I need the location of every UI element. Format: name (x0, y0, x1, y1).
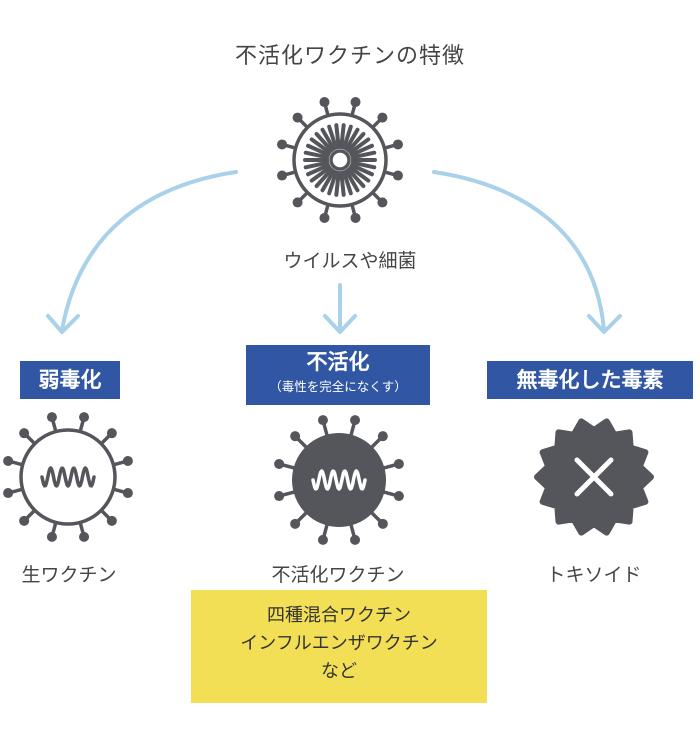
caption-inactivated-vaccine: 不活化ワクチン (271, 564, 405, 586)
badge-attenuated: 弱毒化 (20, 361, 120, 399)
inactivated-vaccine-icon (274, 415, 404, 545)
caption-live-vaccine: 生ワクチン (21, 564, 117, 586)
badge-inactivated: 不活化 （毒性を完全になくす） (246, 345, 430, 405)
badge-inactivated-title: 不活化 (306, 350, 370, 374)
arrow-left-head (46, 314, 80, 334)
example-line: 四種混合ワクチン (267, 605, 411, 626)
example-line: など (321, 661, 357, 682)
arrow-right (432, 170, 606, 332)
badge-detoxified: 無毒化した毒素 (487, 361, 693, 399)
arrows (46, 170, 622, 334)
arrow-right-head (587, 314, 622, 334)
arrow-center-head (323, 314, 357, 334)
examples-box: 四種混合ワクチン インフルエンザワクチン など (191, 590, 487, 703)
badge-inactivated-subtitle: （毒性を完全になくす） (269, 379, 407, 394)
toxoid-icon (534, 418, 654, 536)
caption-toxoid: トキソイド (546, 564, 642, 586)
live-vaccine-icon (3, 412, 133, 542)
source-label: ウイルスや細菌 (283, 250, 417, 272)
page-title: 不活化ワクチンの特徴 (234, 44, 465, 69)
arrow-left (60, 170, 238, 332)
example-line: インフルエンザワクチン (240, 633, 438, 654)
virus-icon (277, 97, 403, 223)
